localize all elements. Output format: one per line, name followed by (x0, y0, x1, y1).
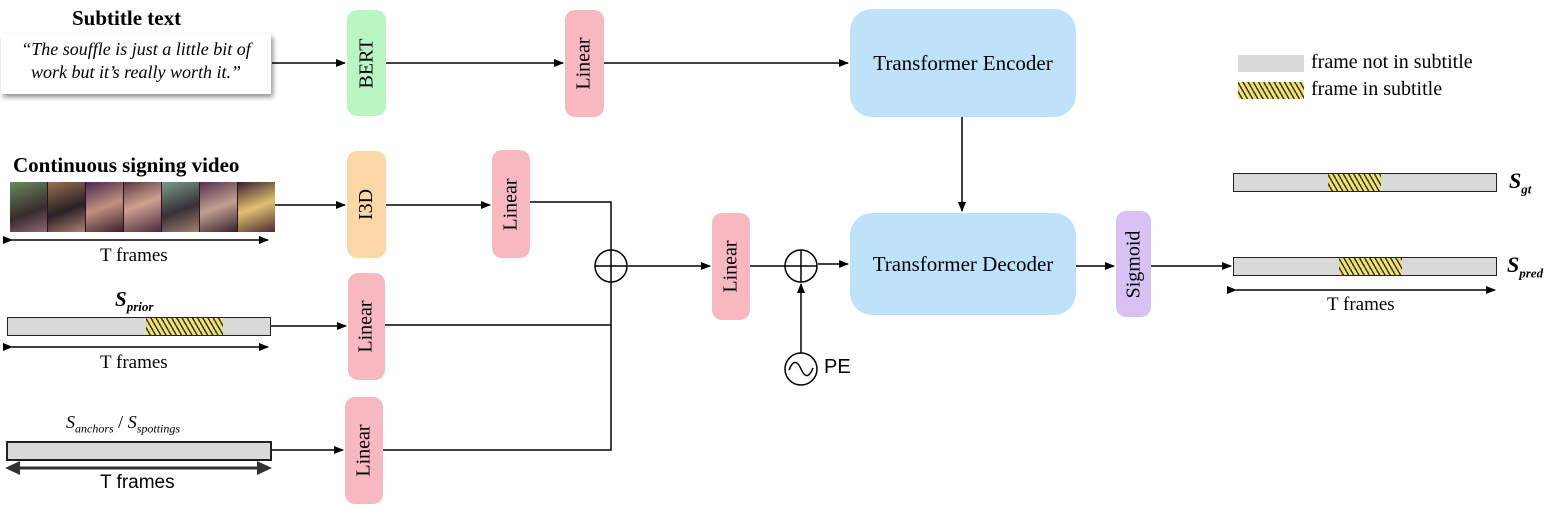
linear-label: Linear (499, 177, 522, 231)
linear-block-prior: Linear (348, 273, 385, 380)
bert-block: BERT (347, 10, 386, 116)
video-heading: Continuous signing video (13, 153, 240, 177)
anchors-bar (6, 441, 272, 461)
video-frame (10, 182, 47, 232)
anchors-label-sub: anchors (75, 421, 114, 436)
pred-bar (1233, 257, 1497, 276)
gt-label: Sgt (1509, 168, 1531, 197)
anchors-label: Sanchors / Sspottings (66, 412, 180, 437)
pred-label-sub: pred (1519, 265, 1544, 281)
subtitle-quote: “The souffle is just a little bit of wor… (1, 34, 271, 94)
legend-swatch-in-subtitle (1238, 82, 1304, 99)
prior-frames-label: T frames (100, 352, 168, 373)
linear-block-video: Linear (492, 150, 530, 258)
video-frame (86, 182, 123, 232)
gt-bar-hatched-segment (1328, 174, 1381, 191)
prior-label: Sprior (115, 287, 153, 315)
output-frames-label: T frames (1327, 294, 1395, 315)
legend-label-not-in-subtitle: frame not in subtitle (1311, 51, 1473, 73)
anchors-label-separator: / (113, 412, 128, 432)
video-frame (124, 182, 161, 232)
transformer-encoder-label: Transformer Encoder (873, 50, 1053, 75)
gt-label-main: S (1509, 168, 1522, 193)
i3d-label: I3D (354, 188, 377, 221)
linear-block-text: Linear (565, 10, 604, 117)
linear-block-merged: Linear (712, 213, 750, 320)
prior-label-main: S (115, 287, 127, 311)
video-frame (162, 182, 199, 232)
transformer-decoder-label: Transformer Decoder (872, 251, 1054, 276)
prior-bar-hatched-segment (146, 318, 223, 335)
positional-encoding-label: PE (824, 356, 851, 378)
pred-label: Spred (1507, 252, 1543, 281)
pred-bar-hatched-segment (1339, 258, 1402, 275)
legend-swatch-not-in-subtitle (1238, 55, 1304, 72)
video-frames-label: T frames (100, 245, 168, 266)
bert-label: BERT (355, 38, 378, 88)
spottings-label-main: S (127, 412, 137, 432)
linear-block-anchors: Linear (345, 397, 383, 504)
subtitle-heading: Subtitle text (72, 6, 182, 30)
video-frames-strip (10, 182, 275, 232)
spottings-label-sub: spottings (136, 421, 181, 436)
subtitle-quote-line2: work but it’s really worth it.” (30, 62, 242, 82)
prior-bar (7, 317, 271, 336)
video-frame (200, 182, 237, 232)
gt-bar (1233, 173, 1497, 192)
video-frame (48, 182, 85, 232)
gt-label-sub: gt (1521, 181, 1532, 197)
video-frame (238, 182, 275, 232)
linear-label: Linear (352, 424, 375, 477)
prior-label-sub: prior (126, 299, 154, 315)
legend-label-in-subtitle: frame in subtitle (1311, 78, 1443, 100)
sigmoid-label: Sigmoid (1122, 230, 1145, 298)
i3d-block: I3D (347, 151, 386, 258)
anchors-frames-label: T frames (100, 472, 175, 493)
linear-label: Linear (719, 240, 742, 293)
transformer-encoder-block: Transformer Encoder (850, 9, 1076, 117)
transformer-decoder-block: Transformer Decoder (850, 213, 1076, 315)
legend-swatch-hatch (1238, 82, 1304, 99)
anchors-label-main: S (66, 412, 75, 432)
linear-label: Linear (355, 300, 377, 353)
pred-label-main: S (1507, 252, 1520, 277)
sigmoid-block: Sigmoid (1116, 211, 1151, 317)
subtitle-quote-line1: “The souffle is just a little bit of (21, 39, 251, 59)
linear-label: Linear (573, 37, 595, 90)
